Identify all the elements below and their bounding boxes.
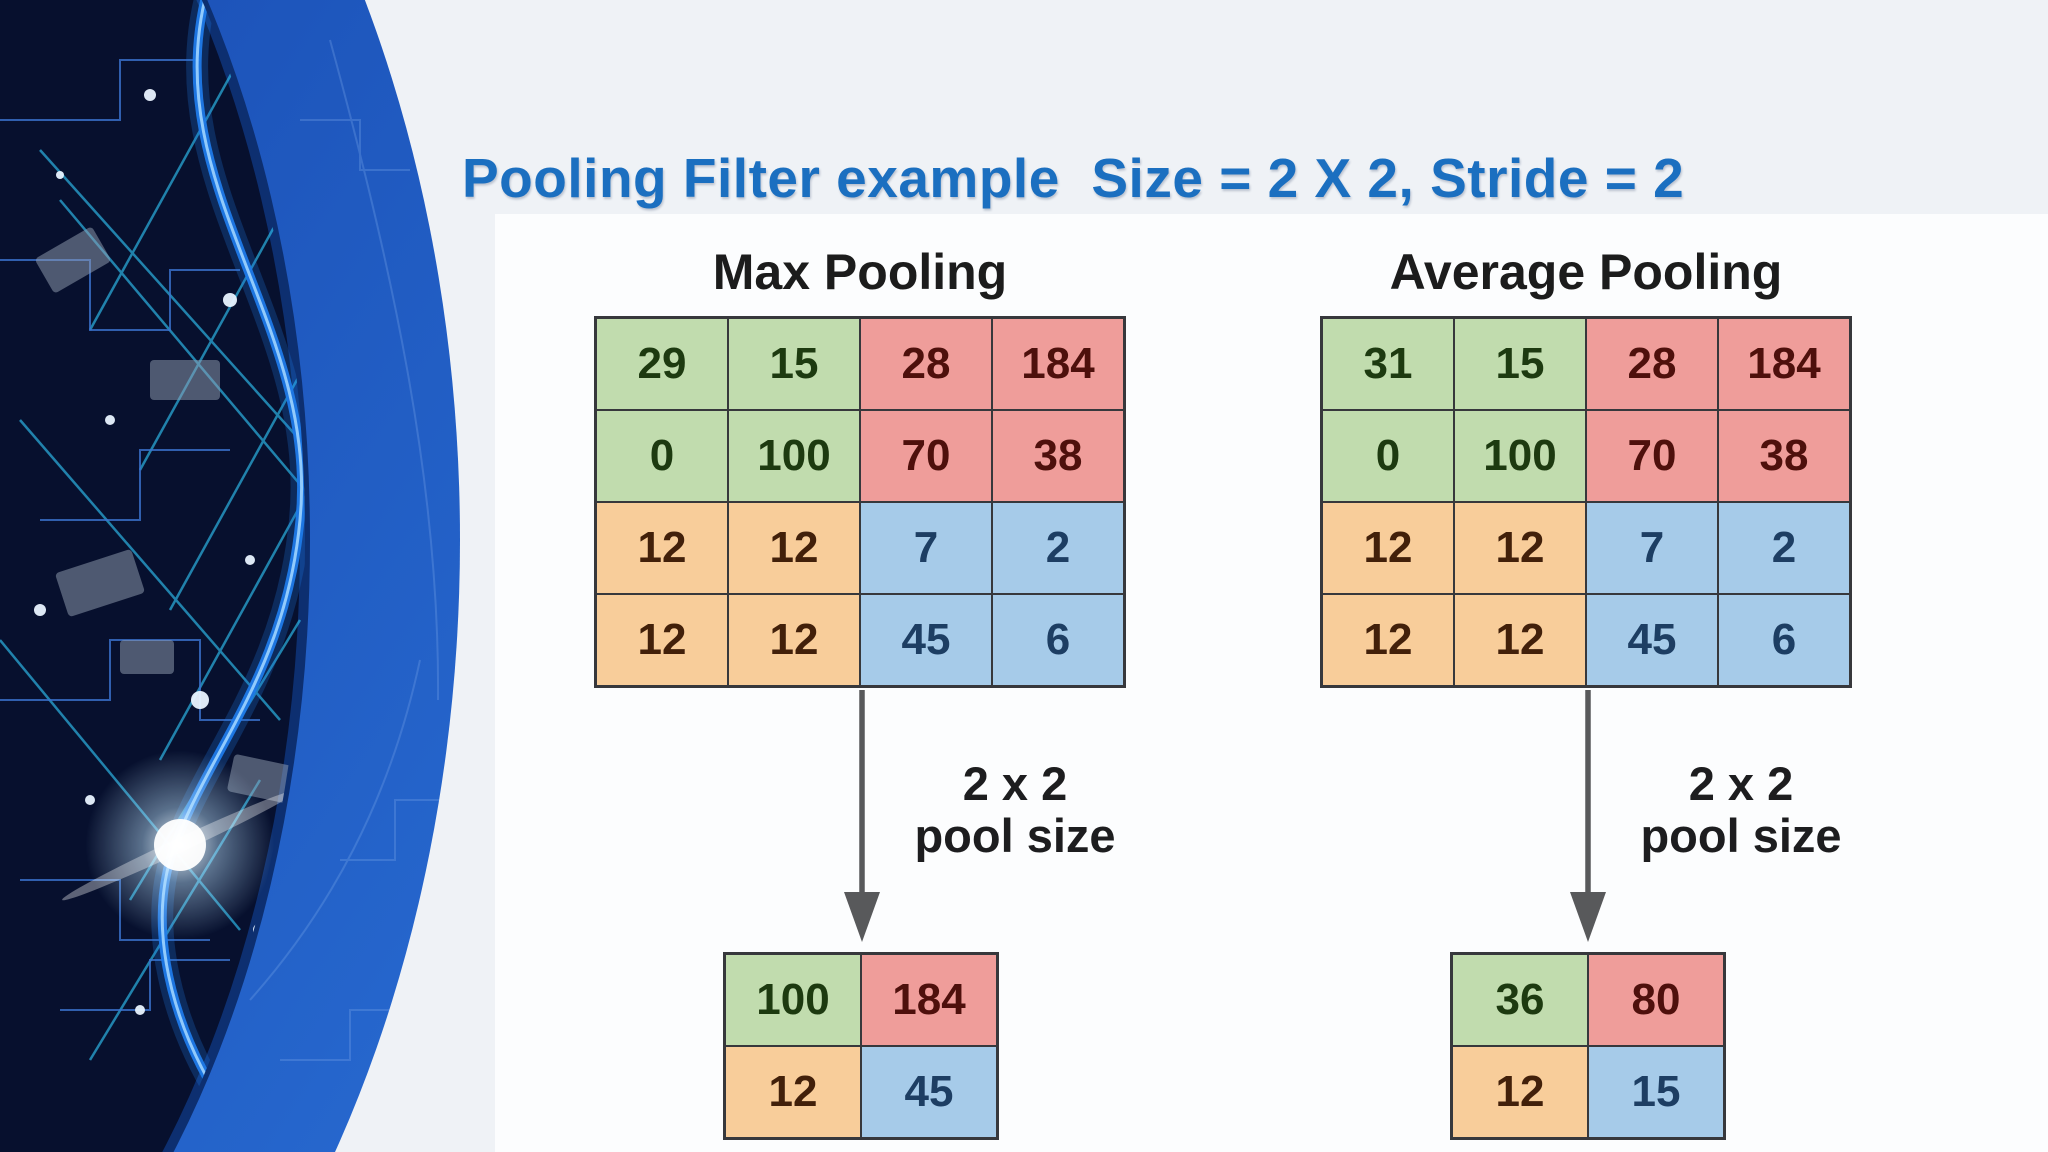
max-pool-size-label: 2 x 2 pool size: [860, 758, 1170, 862]
grid-cell-red: 70: [860, 410, 992, 502]
grid-cell-orange: 12: [1454, 502, 1586, 594]
average-pooling-heading: Average Pooling: [1389, 244, 1783, 300]
grid-cell-red: 38: [1718, 410, 1850, 502]
grid-cell-green: 0: [596, 410, 728, 502]
grid-cell-orange: 12: [1454, 594, 1586, 686]
grid-cell-blue: 45: [860, 594, 992, 686]
grid-cell-red: 28: [860, 318, 992, 410]
grid-cell-green: 31: [1322, 318, 1454, 410]
grid-cell-orange: 12: [1322, 502, 1454, 594]
max-pooling-heading: Max Pooling: [712, 244, 1008, 300]
grid-cell-red: 184: [861, 954, 997, 1046]
band-traces: [249, 39, 440, 1061]
grid-cell-orange: 12: [596, 502, 728, 594]
average-pool-size-label: 2 x 2 pool size: [1586, 758, 1896, 862]
grid-cell-orange: 12: [728, 594, 860, 686]
glowing-swoosh: [151, 0, 305, 1106]
max-arrow-down-icon: [844, 690, 880, 942]
pool-size-line1: 2 x 2: [962, 757, 1068, 810]
grid-cell-orange: 12: [1322, 594, 1454, 686]
grid-cell-red: 28: [1586, 318, 1718, 410]
grid-cell-green: 0: [1322, 410, 1454, 502]
light-flare: [62, 750, 298, 940]
grid-cell-blue: 7: [1586, 502, 1718, 594]
grid-cell-green: 15: [728, 318, 860, 410]
grid-cell-blue: 6: [992, 594, 1124, 686]
grid-cell-green: 36: [1452, 954, 1588, 1046]
pool-size-line1: 2 x 2: [1688, 757, 1794, 810]
grid-cell-orange: 12: [1452, 1046, 1588, 1138]
grid-cell-blue: 45: [1586, 594, 1718, 686]
pool-size-line2: pool size: [914, 809, 1116, 862]
grid-cell-orange: 12: [725, 1046, 861, 1138]
grid-cell-red: 184: [1718, 318, 1850, 410]
grid-cell-blue: 15: [1588, 1046, 1724, 1138]
grid-cell-green: 100: [725, 954, 861, 1046]
grid-cell-blue: 2: [992, 502, 1124, 594]
grid-cell-red: 184: [992, 318, 1124, 410]
grid-cell-blue: 45: [861, 1046, 997, 1138]
grid-cell-blue: 6: [1718, 594, 1850, 686]
grid-cell-orange: 12: [596, 594, 728, 686]
circuit-board-decoration: [0, 0, 460, 1152]
grid-cell-blue: 7: [860, 502, 992, 594]
grid-cell-orange: 12: [728, 502, 860, 594]
grid-cell-red: 38: [992, 410, 1124, 502]
grid-cell-green: 15: [1454, 318, 1586, 410]
grid-cell-green: 100: [1454, 410, 1586, 502]
grid-cell-blue: 2: [1718, 502, 1850, 594]
pool-size-line2: pool size: [1640, 809, 1842, 862]
grid-cell-green: 29: [596, 318, 728, 410]
average-arrow-down-icon: [1570, 690, 1606, 942]
grid-cell-green: 100: [728, 410, 860, 502]
grid-cell-red: 70: [1586, 410, 1718, 502]
slide-title: Pooling Filter example Size = 2 X 2, Str…: [462, 147, 1685, 209]
grid-cell-red: 80: [1588, 954, 1724, 1046]
